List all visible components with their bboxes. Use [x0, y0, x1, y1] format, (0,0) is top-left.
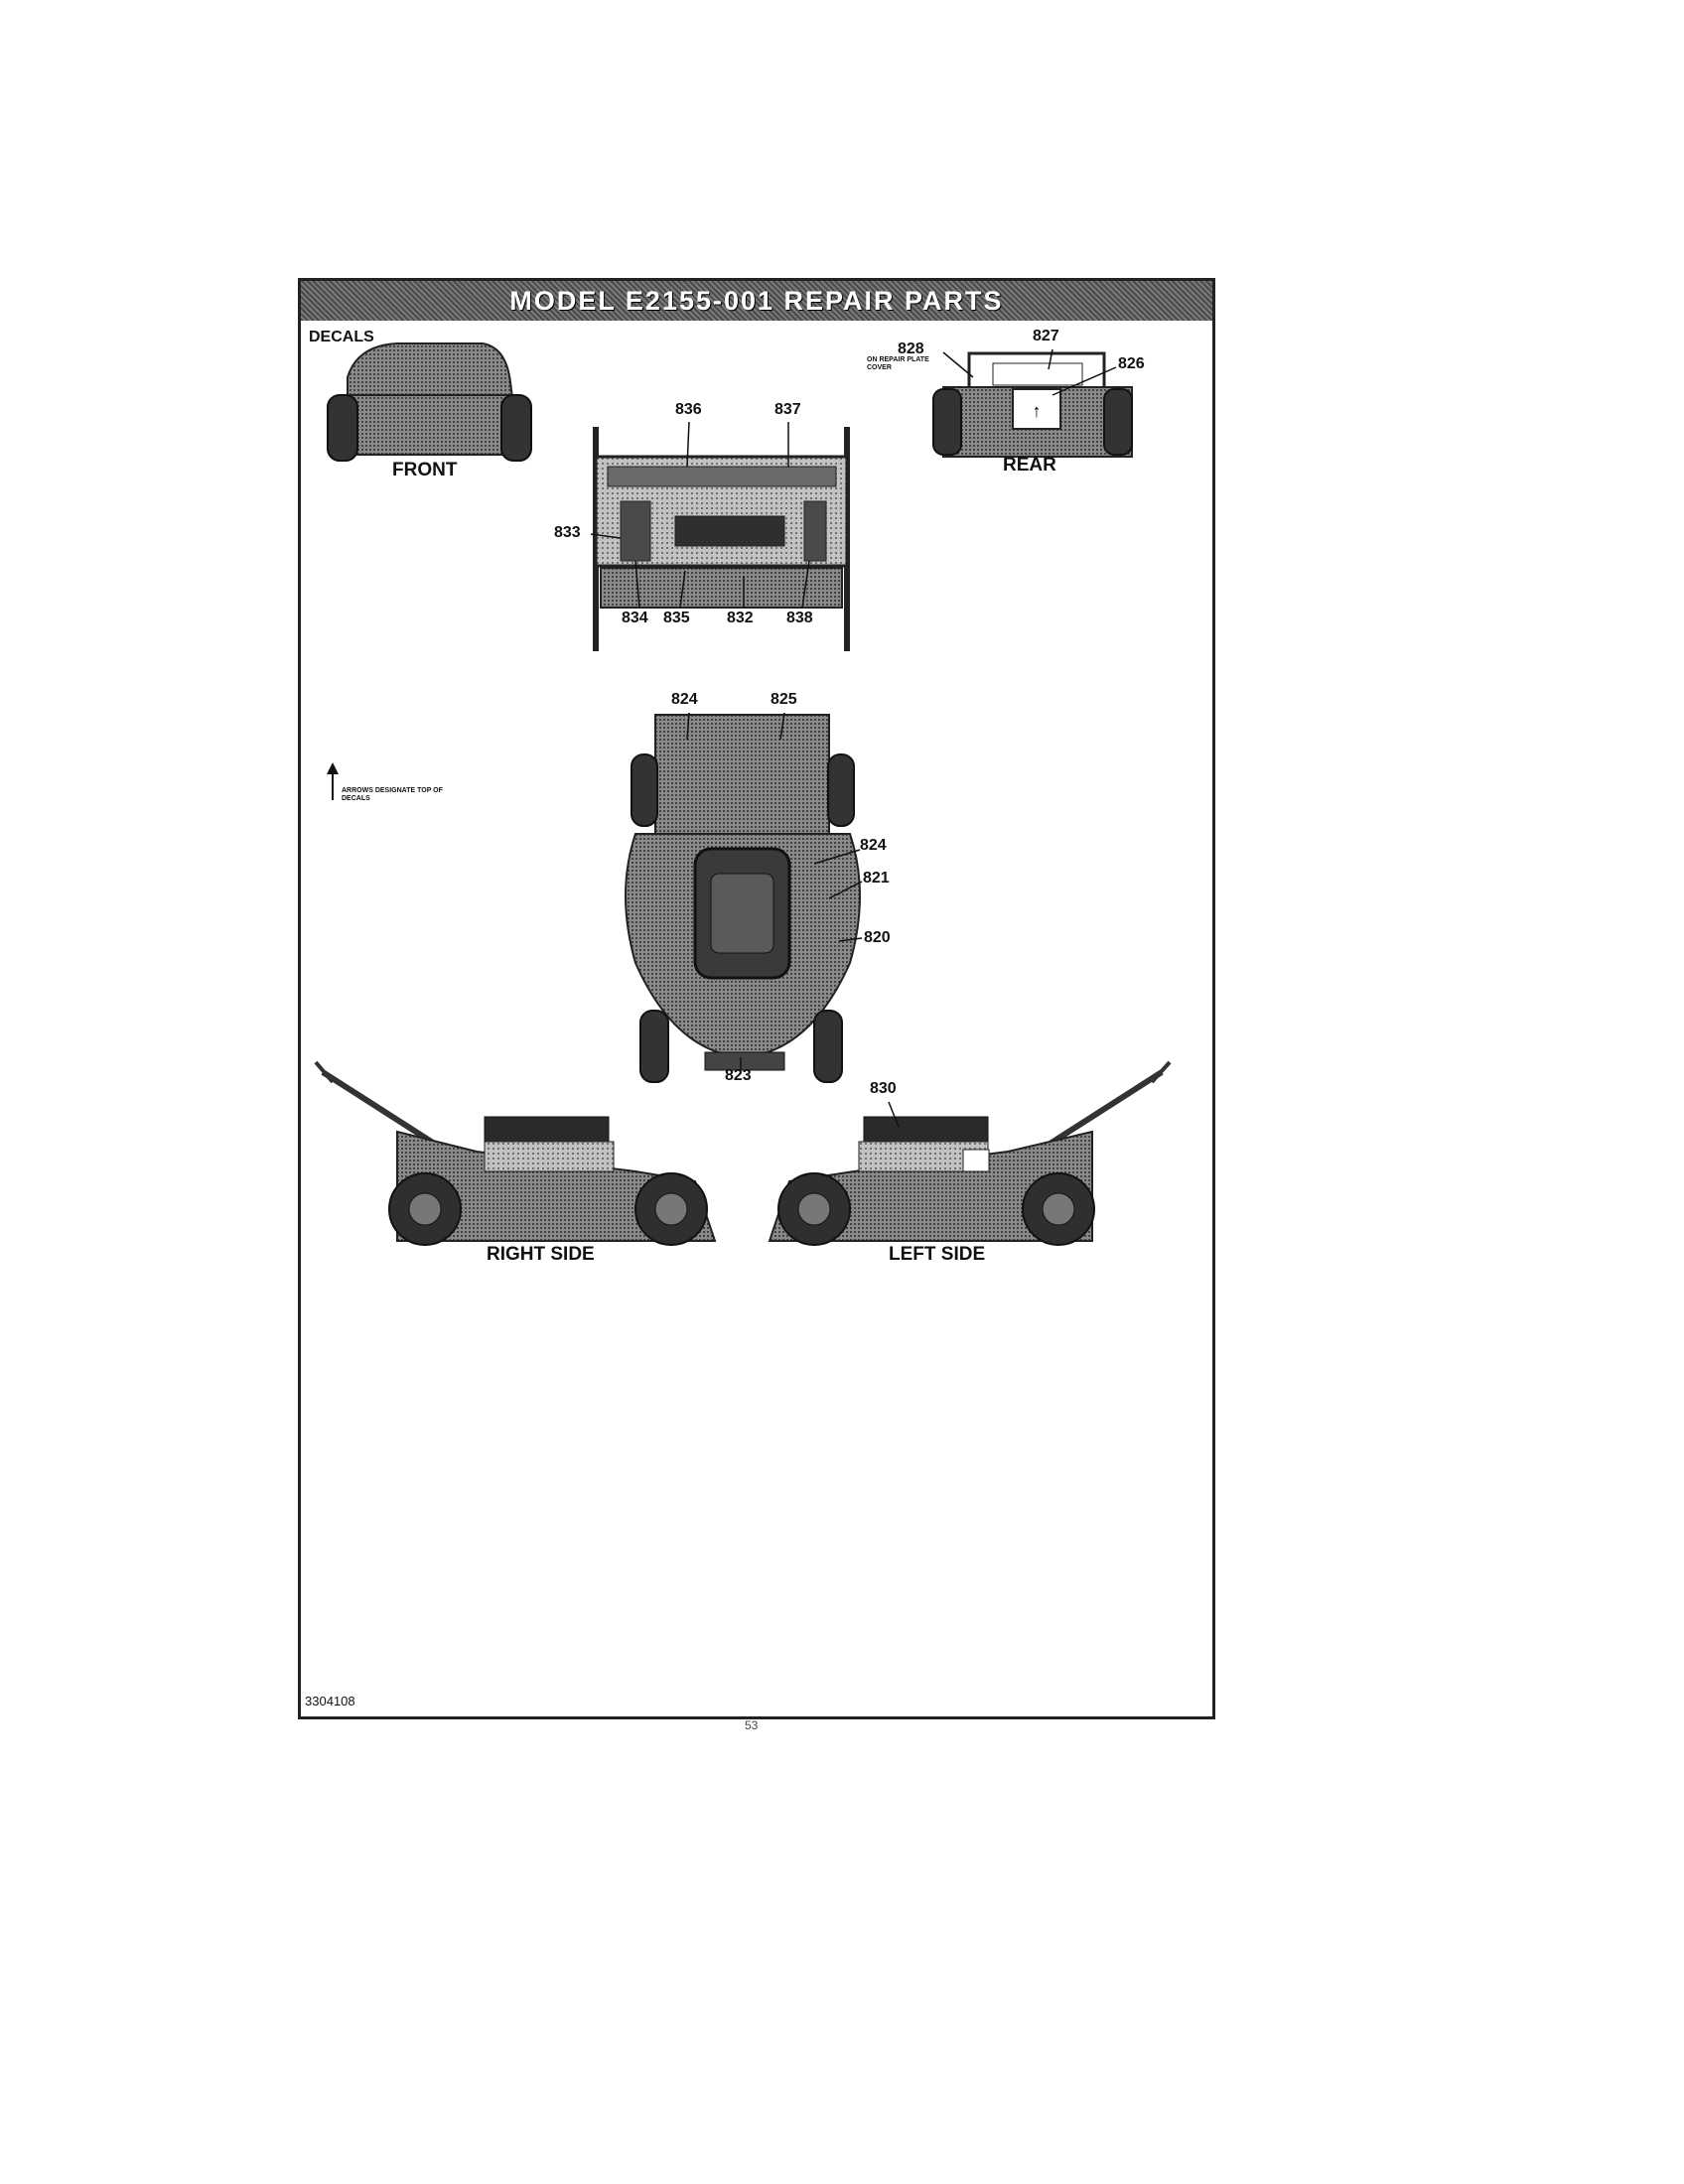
rear-view-drawing: ↑ — [932, 348, 1133, 458]
left-side-view-label: LEFT SIDE — [889, 1244, 986, 1265]
callout-838: 838 — [786, 610, 813, 626]
right-side-view-drawing — [314, 1060, 717, 1246]
right-side-view-label: RIGHT SIDE — [487, 1244, 595, 1265]
front-view-drawing — [327, 342, 532, 462]
callout-821: 821 — [863, 870, 890, 887]
left-side-view-drawing — [768, 1060, 1172, 1246]
callout-827: 827 — [1033, 328, 1059, 344]
callout-830: 830 — [870, 1080, 897, 1097]
callout-836: 836 — [675, 401, 702, 418]
arrow-note: ARROWS DESIGNATE TOP OF DECALS — [342, 787, 443, 802]
arrow-note-symbol — [327, 762, 339, 800]
page-title: MODEL E2155-001 REPAIR PARTS — [509, 285, 1004, 316]
handle-panel-drawing — [590, 421, 850, 651]
callout-835: 835 — [663, 610, 690, 626]
callout-820: 820 — [864, 929, 891, 946]
front-view-label: FRONT — [392, 460, 458, 480]
title-bar: MODEL E2155-001 REPAIR PARTS — [301, 281, 1212, 321]
top-view-drawing — [625, 712, 863, 1083]
callout-833: 833 — [554, 524, 581, 541]
callout-824-top: 824 — [671, 691, 698, 708]
callout-824-side: 824 — [860, 837, 887, 854]
svg-text:↑: ↑ — [1033, 401, 1042, 421]
repair-plate-note: ON REPAIR PLATE COVER — [867, 356, 929, 371]
callout-832: 832 — [727, 610, 754, 626]
callout-837: 837 — [774, 401, 801, 418]
document-number: 3304108 — [305, 1694, 355, 1708]
callout-823: 823 — [725, 1067, 752, 1084]
page-number: 53 — [745, 1718, 759, 1732]
rear-view-label: REAR — [1003, 455, 1056, 476]
callout-828: 828 — [898, 341, 924, 357]
callout-826: 826 — [1118, 355, 1145, 372]
callout-834: 834 — [622, 610, 648, 626]
section-heading: DECALS — [309, 329, 374, 345]
callout-825: 825 — [771, 691, 797, 708]
